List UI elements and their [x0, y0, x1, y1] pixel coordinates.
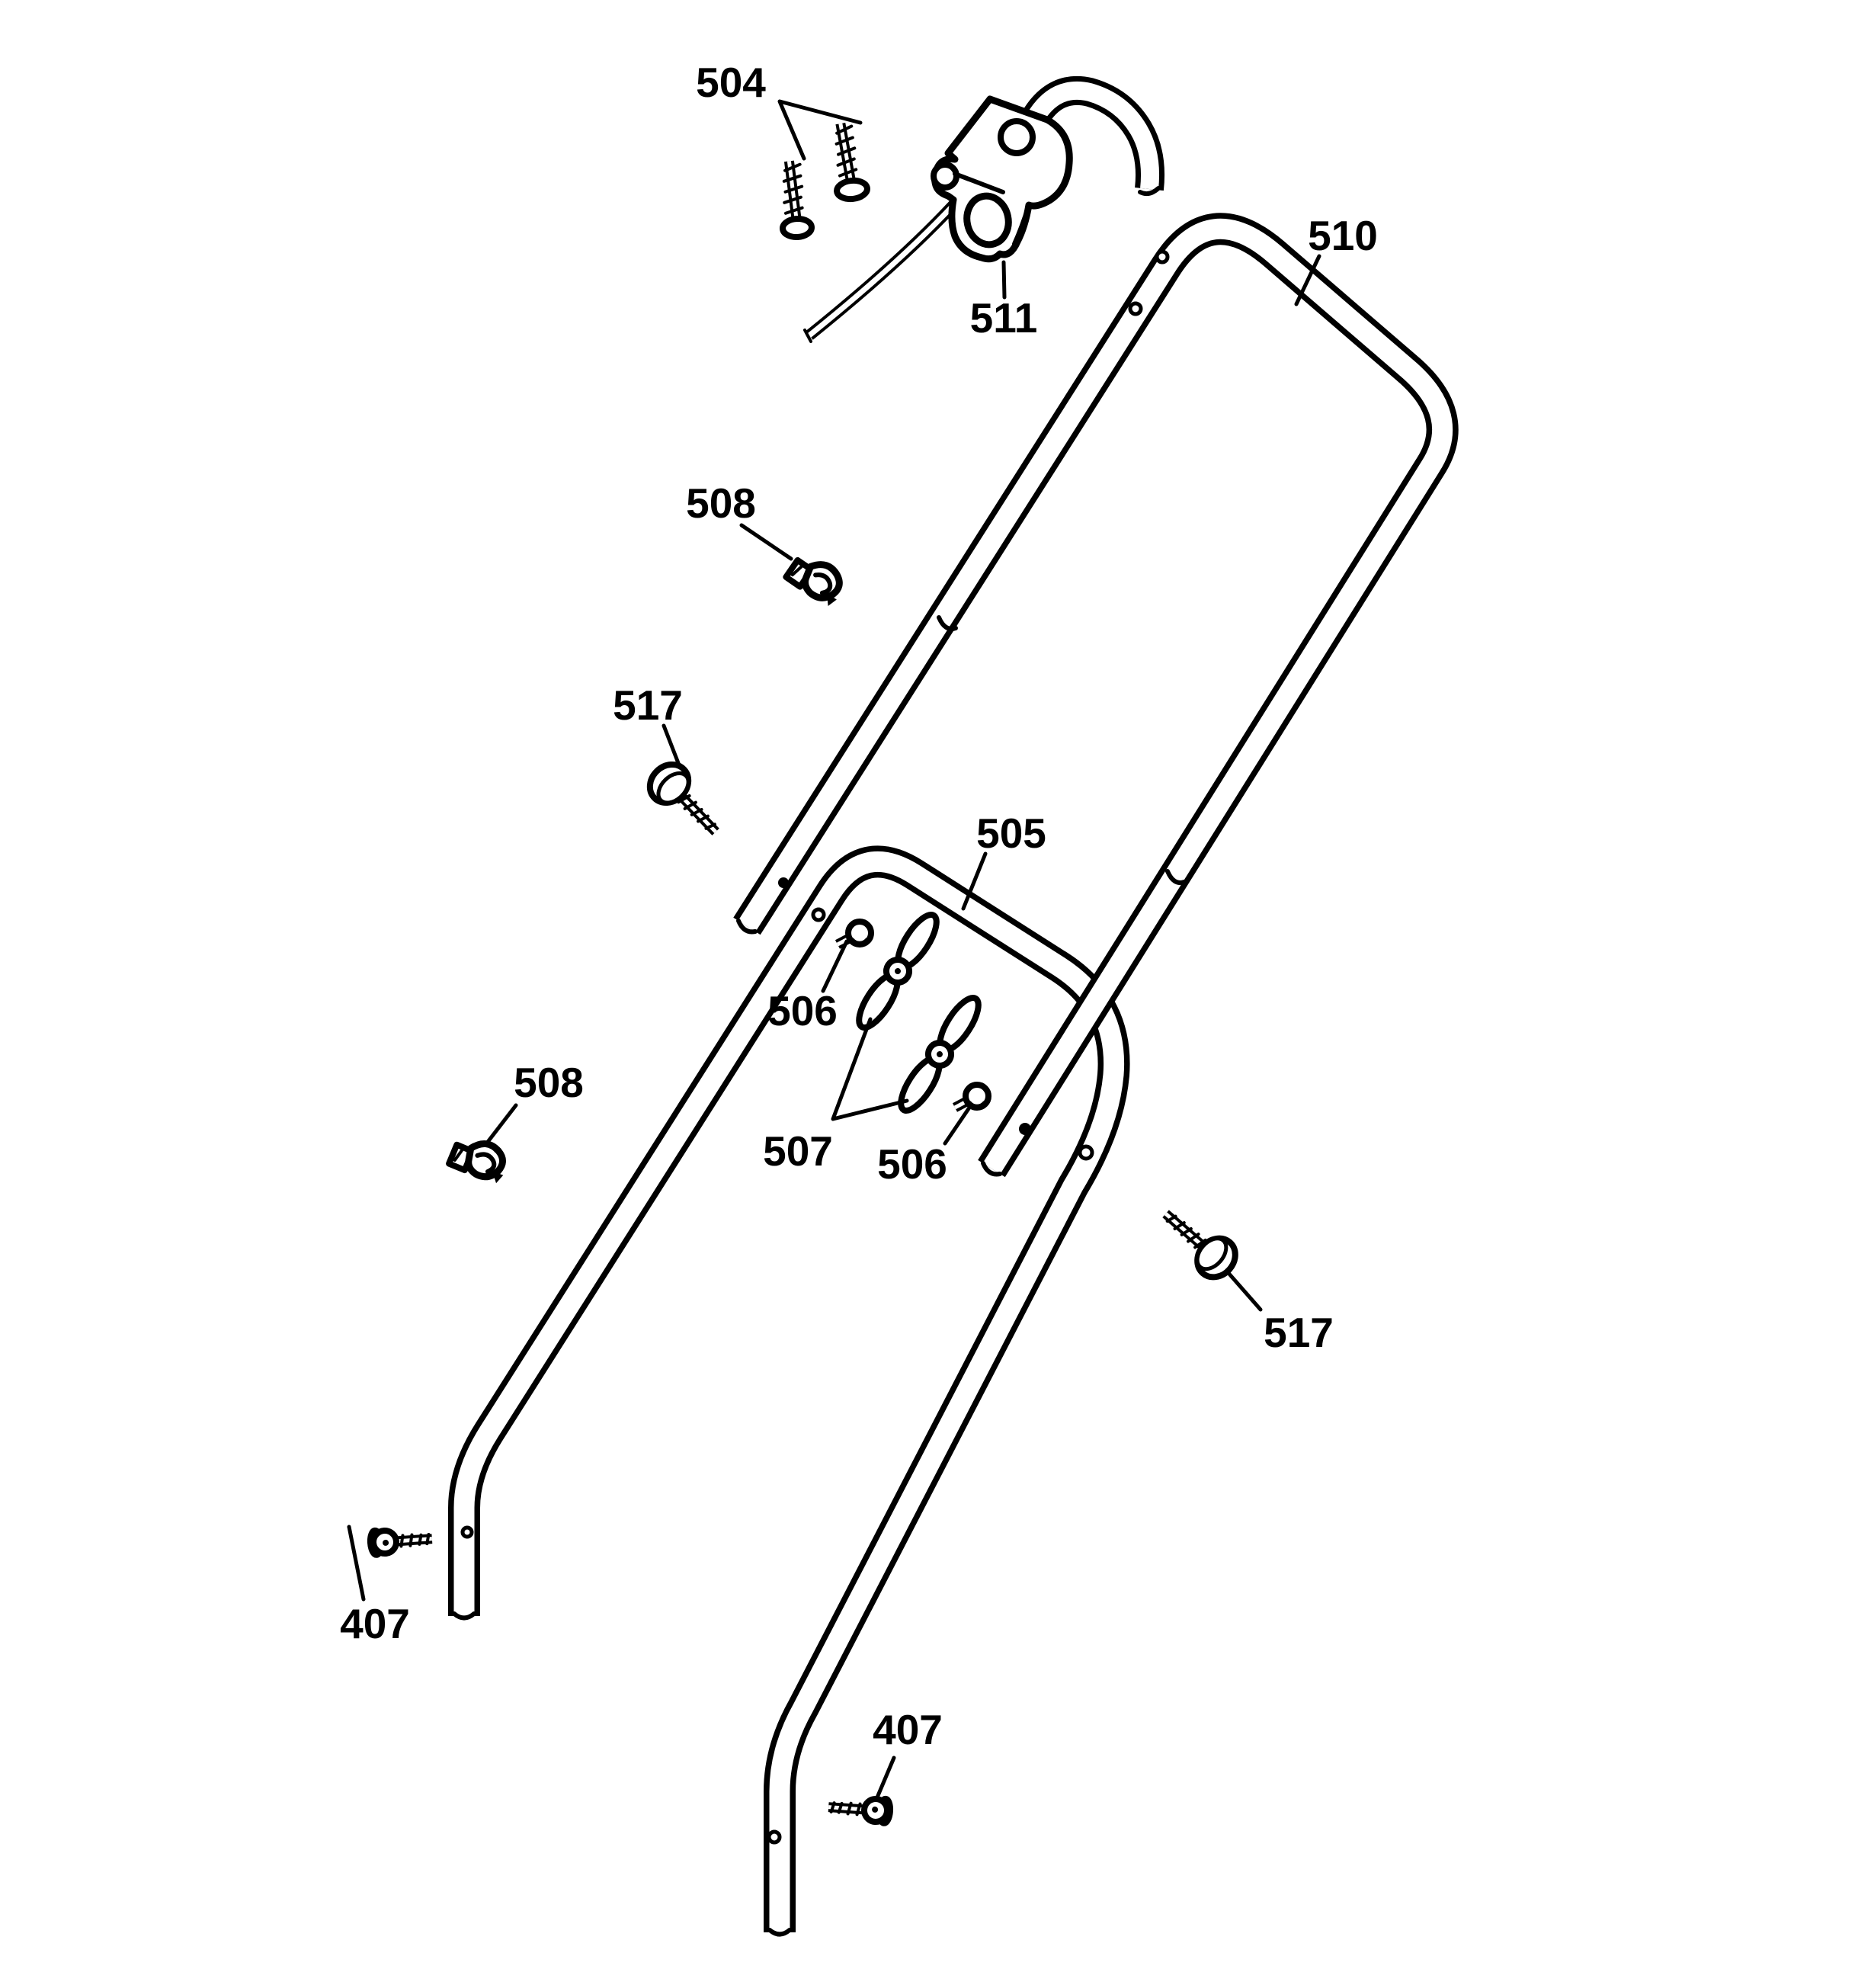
part-label-506-lower: 506 — [877, 1140, 947, 1188]
screw-504-left — [780, 160, 815, 241]
part-label-506-upper: 506 — [767, 987, 838, 1034]
tube-joint-line — [1165, 869, 1187, 885]
housing-ridge — [1012, 203, 1031, 246]
screw-head — [834, 177, 870, 203]
screw-517-left — [646, 761, 719, 835]
cable-end-cut — [803, 329, 812, 343]
leader-line-504 — [777, 99, 863, 161]
tube-end-cut — [767, 1928, 792, 1937]
screw-head — [780, 215, 815, 241]
leader-lines — [347, 99, 1321, 1800]
part-label-407-bottom: 407 — [873, 1706, 943, 1753]
mounting-hole — [460, 1525, 474, 1539]
leader-line-507 — [831, 1017, 909, 1121]
cable-clip-508-lower — [446, 1140, 506, 1184]
wing-nut-507-left — [856, 912, 940, 1031]
mounting-hole — [767, 1829, 782, 1845]
part-label-510: 510 — [1308, 212, 1378, 259]
leader-line-508-lower — [485, 1103, 518, 1144]
mounting-hole — [1078, 1144, 1094, 1161]
bolt-506-lower — [952, 1082, 991, 1112]
part-label-511: 511 — [970, 294, 1038, 341]
bolt-506-upper — [834, 919, 874, 949]
handle-hook-tube — [1022, 75, 1165, 197]
tube-end-cut — [981, 1161, 1002, 1177]
switch-housing — [931, 95, 1073, 263]
leader-line-407-bottom — [875, 1756, 896, 1800]
tube-end-cut — [452, 1611, 476, 1621]
mounting-hole — [811, 907, 826, 922]
part-label-507: 507 — [763, 1127, 833, 1175]
mounting-hole — [778, 877, 789, 888]
upper-handle-tube — [733, 213, 1459, 1178]
part-label-517-left: 517 — [613, 681, 683, 729]
switch-cable — [803, 200, 959, 343]
part-label-508-upper: 508 — [686, 479, 756, 527]
screw-517-right — [1162, 1210, 1238, 1281]
housing-ridge — [953, 172, 1005, 194]
tube-end-cut — [736, 919, 758, 935]
part-label-508-lower: 508 — [514, 1059, 584, 1106]
mounting-hole — [1155, 249, 1170, 265]
leader-line-517-left — [662, 723, 681, 765]
part-label-504: 504 — [696, 59, 766, 106]
wing-nut-507-right — [898, 995, 982, 1114]
part-labels: 504 510 511 508 517 505 506 508 507 506 517 407 407 — [340, 59, 1378, 1753]
leader-line-506-lower — [943, 1103, 973, 1146]
tube-joint-line — [937, 615, 958, 631]
part-label-407-left: 407 — [340, 1600, 410, 1647]
tube-end-cut — [1138, 186, 1161, 197]
screw-407-bottom — [828, 1795, 894, 1826]
housing-grommet — [931, 162, 959, 191]
leader-line-407-left — [347, 1525, 366, 1602]
housing-front-hole — [963, 192, 1012, 248]
part-label-505: 505 — [976, 810, 1046, 857]
leader-line-510 — [1294, 254, 1321, 306]
mounting-hole — [1019, 1123, 1031, 1135]
screw-407-left — [367, 1527, 433, 1558]
leader-line-508-upper — [739, 523, 793, 561]
cable-clip-508-upper — [783, 556, 843, 607]
housing-top-hole — [998, 118, 1036, 156]
leader-line-517-right — [1225, 1270, 1263, 1312]
screw-504-right — [834, 122, 870, 203]
leader-line-505 — [961, 851, 988, 911]
leader-line-506-upper — [821, 939, 849, 993]
mounting-hole — [1128, 301, 1143, 316]
part-label-517-right: 517 — [1264, 1309, 1334, 1356]
